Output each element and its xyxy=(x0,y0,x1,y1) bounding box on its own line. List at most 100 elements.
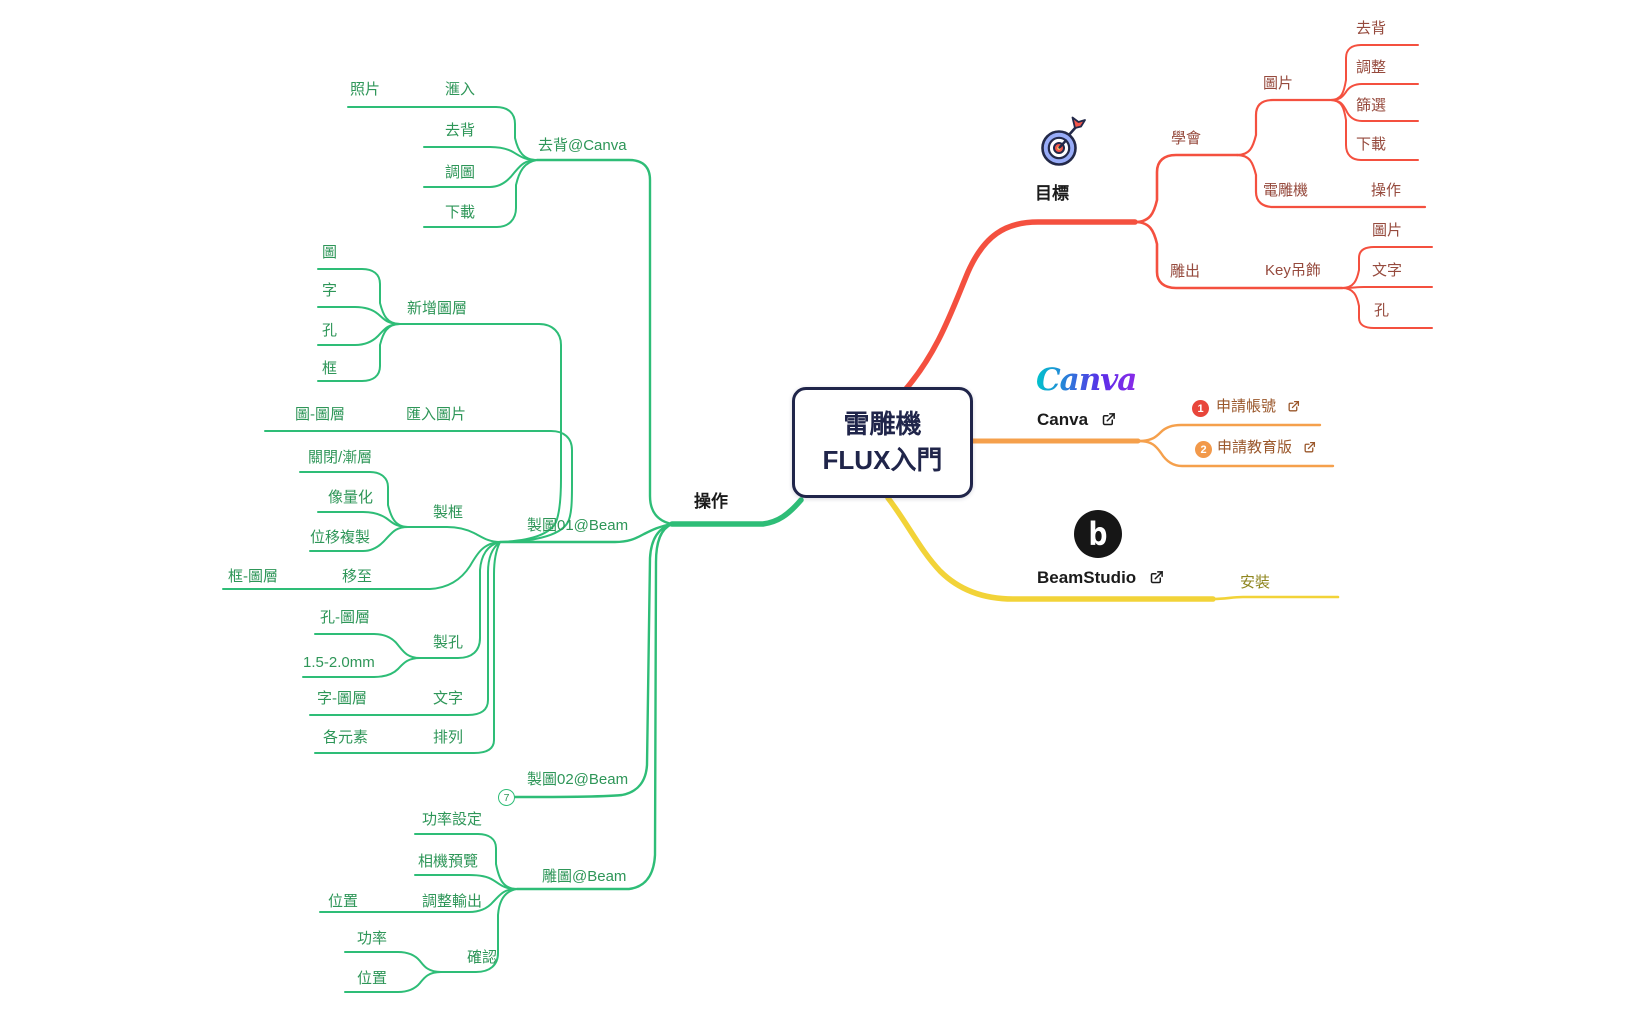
collapsed-count-badge[interactable]: 7 xyxy=(498,789,515,806)
line-to-import xyxy=(347,106,538,161)
line-to-engraver xyxy=(1235,153,1427,209)
node-layer-hole[interactable]: 孔 xyxy=(322,322,338,339)
node-removebg-canva[interactable]: 去背@Canva xyxy=(538,137,627,154)
operation-branch-lines xyxy=(222,106,804,993)
line-to-draw01 xyxy=(498,522,674,544)
node-vectorize[interactable]: 像量化 xyxy=(328,489,374,506)
node-learn[interactable]: 學會 xyxy=(1171,130,1202,147)
node-goal-remove-bg[interactable]: 去背 xyxy=(1356,20,1387,37)
node-charm-hole[interactable]: 孔 xyxy=(1374,302,1390,319)
node-import-image[interactable]: 匯入圖片 xyxy=(406,406,467,423)
node-layer-image[interactable]: 圖 xyxy=(322,244,338,261)
node-engraver[interactable]: 電雕機 xyxy=(1263,182,1309,199)
node-move-to[interactable]: 移至 xyxy=(342,568,373,585)
node-camera-preview[interactable]: 相機預覽 xyxy=(418,853,479,870)
node-apply-education[interactable]: 申請教育版 xyxy=(1217,439,1316,457)
central-topic[interactable]: 雷雕機 FLUX入門 xyxy=(792,387,973,498)
node-hole-size[interactable]: 1.5-2.0mm xyxy=(303,654,375,671)
node-power-setting[interactable]: 功率設定 xyxy=(422,811,483,828)
line-to-carve xyxy=(1133,220,1344,290)
external-link-icon[interactable] xyxy=(1149,570,1164,585)
canva-logo: Canva xyxy=(1036,362,1137,398)
line-to-move-to xyxy=(222,541,501,590)
node-goal-adjust[interactable]: 調整 xyxy=(1356,59,1387,76)
node-photo[interactable]: 照片 xyxy=(350,81,381,98)
node-removebg[interactable]: 去背 xyxy=(445,122,476,139)
apply-account-label: 申請帳號 xyxy=(1216,398,1277,415)
line-goal-trunk xyxy=(902,219,1138,393)
line-to-power-setting xyxy=(414,833,518,890)
line-beam-trunk xyxy=(885,495,1216,602)
node-charm-text[interactable]: 文字 xyxy=(1372,262,1403,279)
node-make-frame[interactable]: 製框 xyxy=(433,504,464,521)
node-layer-char[interactable]: 字 xyxy=(322,282,338,299)
line-to-position-b xyxy=(344,971,442,993)
node-power[interactable]: 功率 xyxy=(357,930,388,947)
node-frame-layer[interactable]: 框-圖層 xyxy=(228,568,278,585)
beamstudio-branch-lines xyxy=(885,495,1340,602)
node-image-layer[interactable]: 圖-圖層 xyxy=(295,406,345,423)
node-layer-frame[interactable]: 框 xyxy=(322,360,338,377)
node-engraver-operate[interactable]: 操作 xyxy=(1371,182,1402,199)
line-to-layer-image xyxy=(317,268,401,325)
node-adjust-image[interactable]: 調圖 xyxy=(445,164,476,181)
node-offset-copy[interactable]: 位移複製 xyxy=(310,529,371,546)
step-2-badge: 2 xyxy=(1195,441,1212,458)
line-to-hole-size xyxy=(302,657,421,678)
line-operation-trunk xyxy=(669,497,804,527)
node-elements[interactable]: 各元素 xyxy=(323,729,369,746)
canva-branch-lines xyxy=(970,423,1335,468)
node-position-b[interactable]: 位置 xyxy=(357,970,388,987)
line-to-download-g xyxy=(423,159,538,228)
node-close-gradient[interactable]: 關閉/漸層 xyxy=(308,449,373,466)
node-goal-filter[interactable]: 篩選 xyxy=(1356,97,1387,114)
node-draw01[interactable]: 製圖01@Beam xyxy=(527,517,629,534)
node-goal-download[interactable]: 下載 xyxy=(1356,136,1387,153)
node-import[interactable]: 滙入 xyxy=(445,81,476,98)
node-beamstudio[interactable]: BeamStudio xyxy=(1037,568,1164,588)
node-text[interactable]: 文字 xyxy=(433,690,464,707)
node-operation[interactable]: 操作 xyxy=(694,492,728,511)
line-to-import-image xyxy=(264,430,573,543)
line-to-confirm xyxy=(440,888,518,973)
node-arrange[interactable]: 排列 xyxy=(433,729,464,746)
line-to-make-hole xyxy=(419,541,501,659)
beamstudio-logo: b xyxy=(1073,509,1123,564)
canva-label: Canva xyxy=(1037,410,1089,429)
line-to-install xyxy=(1211,595,1340,601)
node-charm-image[interactable]: 圖片 xyxy=(1372,222,1403,239)
node-engrave[interactable]: 雕圖@Beam xyxy=(542,868,627,885)
line-to-download xyxy=(1329,99,1419,161)
external-link-icon[interactable] xyxy=(1101,412,1116,427)
line-to-draw02 xyxy=(513,522,674,799)
node-canva[interactable]: Canva xyxy=(1037,410,1116,430)
line-to-removebg xyxy=(423,146,538,161)
line-to-charm-image xyxy=(1341,246,1433,289)
node-draw02[interactable]: 製圖02@Beam xyxy=(527,771,629,788)
node-make-hole[interactable]: 製孔 xyxy=(433,634,464,651)
line-to-power xyxy=(344,951,442,973)
node-goal-image[interactable]: 圖片 xyxy=(1263,75,1294,92)
line-to-close-gradient xyxy=(299,471,409,528)
svg-text:b: b xyxy=(1088,515,1107,553)
node-apply-account[interactable]: 申請帳號 xyxy=(1216,398,1300,416)
node-key-charm[interactable]: Key吊飾 xyxy=(1265,262,1321,279)
node-adjust-output[interactable]: 調整輸出 xyxy=(422,893,483,910)
node-hole-layer[interactable]: 孔-圖層 xyxy=(320,609,370,626)
external-link-icon[interactable] xyxy=(1287,400,1300,413)
line-to-adjust-image xyxy=(423,159,538,188)
node-goal[interactable]: 目標 xyxy=(1035,184,1069,203)
node-new-layer[interactable]: 新增圖層 xyxy=(407,300,468,317)
line-to-step2 xyxy=(1136,439,1335,468)
external-link-icon[interactable] xyxy=(1303,441,1316,454)
node-download[interactable]: 下載 xyxy=(445,204,476,221)
node-char-layer[interactable]: 字-圖層 xyxy=(317,690,367,707)
node-install[interactable]: 安裝 xyxy=(1240,574,1271,591)
target-icon xyxy=(1038,112,1088,175)
node-carve[interactable]: 雕出 xyxy=(1170,263,1201,280)
node-confirm[interactable]: 確認 xyxy=(467,949,498,966)
node-position-a[interactable]: 位置 xyxy=(328,893,359,910)
line-to-step1 xyxy=(1136,423,1322,443)
line-to-text xyxy=(309,541,501,716)
